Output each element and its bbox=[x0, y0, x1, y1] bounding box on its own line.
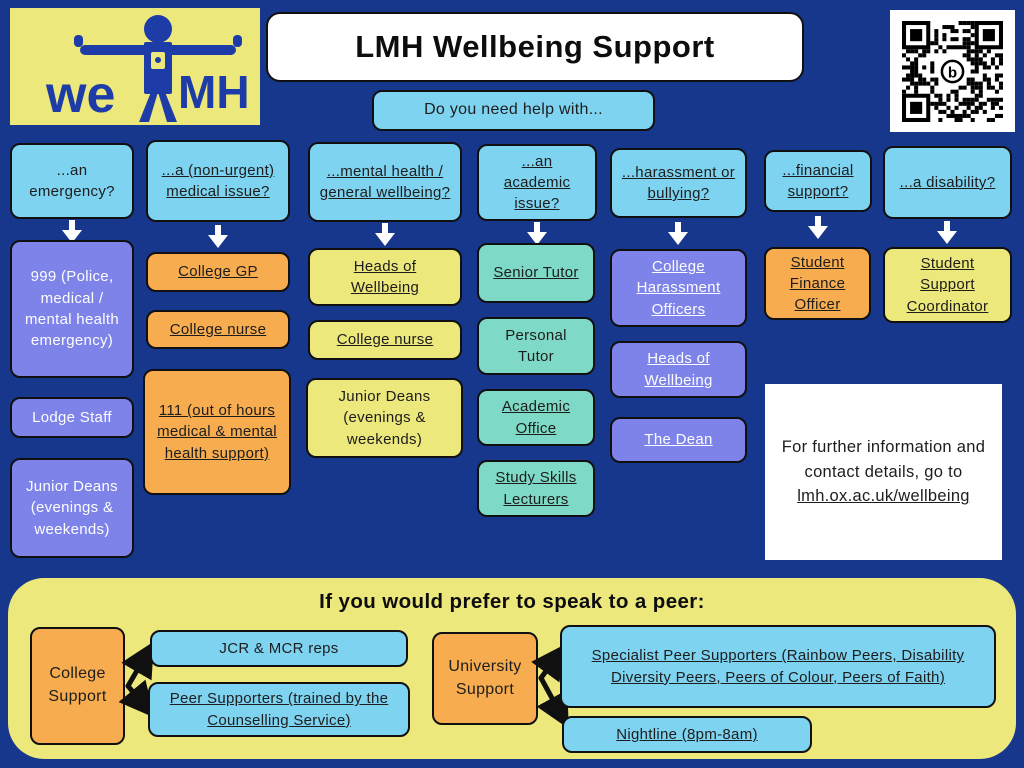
info-text: For further information and contact deta… bbox=[781, 437, 986, 481]
node-senior-tutor[interactable]: Senior Tutor bbox=[477, 243, 595, 303]
qr-code: b bbox=[890, 10, 1015, 132]
info-box: For further information and contact deta… bbox=[765, 384, 1002, 560]
node-college-gp[interactable]: College GP bbox=[146, 252, 290, 292]
fork-arrow-icon bbox=[118, 641, 155, 718]
column-header-financial-support[interactable]: ...financial support? bbox=[764, 150, 872, 212]
node-111-out-of-hours[interactable]: 111 (out of hours medical & mental healt… bbox=[143, 369, 291, 495]
column-header-mental-health[interactable]: ...mental health / general wellbeing? bbox=[308, 142, 462, 222]
node-junior-deans-wellbeing: Junior Deans (evenings & weekends) bbox=[306, 378, 463, 458]
down-arrow-icon bbox=[62, 220, 82, 243]
node-lodge-staff: Lodge Staff bbox=[10, 397, 134, 438]
node-student-finance-officer[interactable]: Student Finance Officer bbox=[764, 247, 871, 320]
node-personal-tutor: Personal Tutor bbox=[477, 317, 595, 375]
down-arrow-icon bbox=[668, 222, 688, 245]
node-specialist-peer-supporters[interactable]: Specialist Peer Supporters (Rainbow Peer… bbox=[560, 625, 996, 708]
node-study-skills-lecturers[interactable]: Study Skills Lecturers bbox=[477, 460, 595, 517]
down-arrow-icon bbox=[808, 216, 828, 239]
wellmh-logo: we MH bbox=[10, 8, 260, 125]
down-arrow-icon bbox=[208, 225, 228, 248]
peer-section: If you would prefer to speak to a peer: … bbox=[8, 578, 1016, 759]
peer-section-title: If you would prefer to speak to a peer: bbox=[319, 590, 705, 613]
node-college-support: College Support bbox=[30, 627, 125, 745]
logo-text-mh: MH bbox=[178, 66, 250, 118]
page-title: LMH Wellbeing Support bbox=[266, 12, 804, 82]
wellbeing-link[interactable]: lmh.ox.ac.uk/wellbeing bbox=[797, 487, 970, 506]
down-arrow-icon bbox=[527, 222, 547, 245]
node-the-dean[interactable]: The Dean bbox=[610, 417, 747, 463]
column-header-medical-issue[interactable]: ...a (non-urgent) medical issue? bbox=[146, 140, 290, 222]
column-header-academic-issue[interactable]: ...an academic issue? bbox=[477, 144, 597, 221]
node-heads-of-wellbeing-harassment[interactable]: Heads of Wellbeing bbox=[610, 341, 747, 398]
stick-figure-icon: we MH bbox=[45, 15, 250, 124]
node-university-support: University Support bbox=[432, 632, 538, 725]
node-nightline[interactable]: Nightline (8pm-8am) bbox=[562, 716, 812, 753]
node-college-harassment-officers[interactable]: College Harassment Officers bbox=[610, 249, 747, 327]
node-999-emergency: 999 (Police, medical / mental health eme… bbox=[10, 240, 134, 378]
node-peer-supporters[interactable]: Peer Supporters (trained by the Counsell… bbox=[148, 682, 410, 737]
down-arrow-icon bbox=[937, 221, 957, 244]
column-header-disability[interactable]: ...a disability? bbox=[883, 146, 1012, 219]
node-college-nurse-medical[interactable]: College nurse bbox=[146, 310, 290, 349]
node-heads-of-wellbeing[interactable]: Heads of Wellbeing bbox=[308, 248, 462, 306]
node-jcr-mcr-reps: JCR & MCR reps bbox=[150, 630, 408, 667]
node-junior-deans-emergency: Junior Deans (evenings & weekends) bbox=[10, 458, 134, 558]
node-academic-office[interactable]: Academic Office bbox=[477, 389, 595, 446]
prompt-box: Do you need help with... bbox=[372, 90, 655, 131]
svg-text:b: b bbox=[948, 64, 957, 81]
fork-arrow-icon bbox=[531, 643, 569, 729]
column-header-emergency: ...an emergency? bbox=[10, 143, 134, 219]
node-student-support-coordinator[interactable]: Student Support Coordinator bbox=[883, 247, 1012, 323]
logo-text-we: we bbox=[45, 66, 115, 124]
down-arrow-icon bbox=[375, 223, 395, 246]
column-header-harassment[interactable]: ...harassment or bullying? bbox=[610, 148, 747, 218]
qr-code-icon: b bbox=[902, 20, 1003, 122]
node-college-nurse-wellbeing[interactable]: College nurse bbox=[308, 320, 462, 360]
